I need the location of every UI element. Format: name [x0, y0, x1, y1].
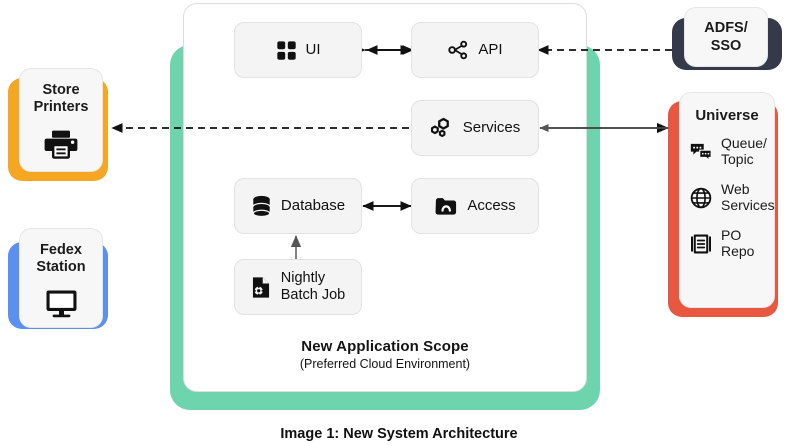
monitor-icon [45, 289, 78, 318]
node-api-label: API [478, 40, 503, 58]
list-document-icon [690, 233, 712, 255]
node-services[interactable]: Services [411, 100, 539, 156]
node-database[interactable]: Database [234, 178, 362, 234]
node-services-label: Services [462, 118, 521, 136]
hexagons-icon [430, 116, 454, 140]
chat-bubbles-icon [690, 142, 712, 162]
adfs-sso-card[interactable]: ADFS/ SSO [684, 7, 768, 67]
universe-title: Universe [695, 107, 759, 124]
figure-caption: Image 1: New System Architecture [280, 426, 518, 442]
universe-item-queue-topic-label: Queue/ Topic [721, 135, 767, 167]
node-ui-label: UI [305, 40, 321, 58]
scope-subtitle: (Preferred Cloud Environment) [299, 357, 471, 371]
printer-icon [44, 129, 78, 159]
store-printers-label: Store Printers [33, 82, 89, 116]
fedex-station-label: Fedex Station [36, 242, 86, 276]
fedex-station-card[interactable]: Fedex Station [19, 228, 103, 328]
node-ui[interactable]: UI [234, 22, 362, 78]
node-api[interactable]: API [411, 22, 539, 78]
database-icon [251, 195, 272, 218]
node-database-label: Database [280, 196, 346, 214]
scope-title: New Application Scope [301, 338, 469, 355]
universe-item-web-services-label: Web Services [721, 180, 775, 213]
scope-caption: New Application Scope (Preferred Cloud E… [183, 338, 587, 371]
node-access-label: Access [467, 196, 516, 214]
globe-icon [690, 187, 712, 209]
node-nightly-batch-job[interactable]: Nightly Batch Job [234, 259, 362, 315]
universe-item-po-repo-label: PO Repo [721, 226, 755, 259]
universe-item-po-repo[interactable]: PO Repo [680, 226, 774, 260]
folder-user-icon [434, 195, 458, 217]
node-nightly-batch-job-label: Nightly Batch Job [280, 269, 346, 303]
universe-item-web-services[interactable]: Web Services [680, 180, 775, 214]
document-gear-icon [251, 276, 271, 299]
universe-item-queue-topic[interactable]: Queue/ Topic [680, 135, 774, 168]
store-printers-card[interactable]: Store Printers [19, 68, 103, 172]
universe-card[interactable]: Universe Queue/ Topic [679, 92, 775, 308]
share-nodes-icon [447, 39, 469, 61]
grid-icon [276, 40, 297, 61]
node-access[interactable]: Access [411, 178, 539, 234]
